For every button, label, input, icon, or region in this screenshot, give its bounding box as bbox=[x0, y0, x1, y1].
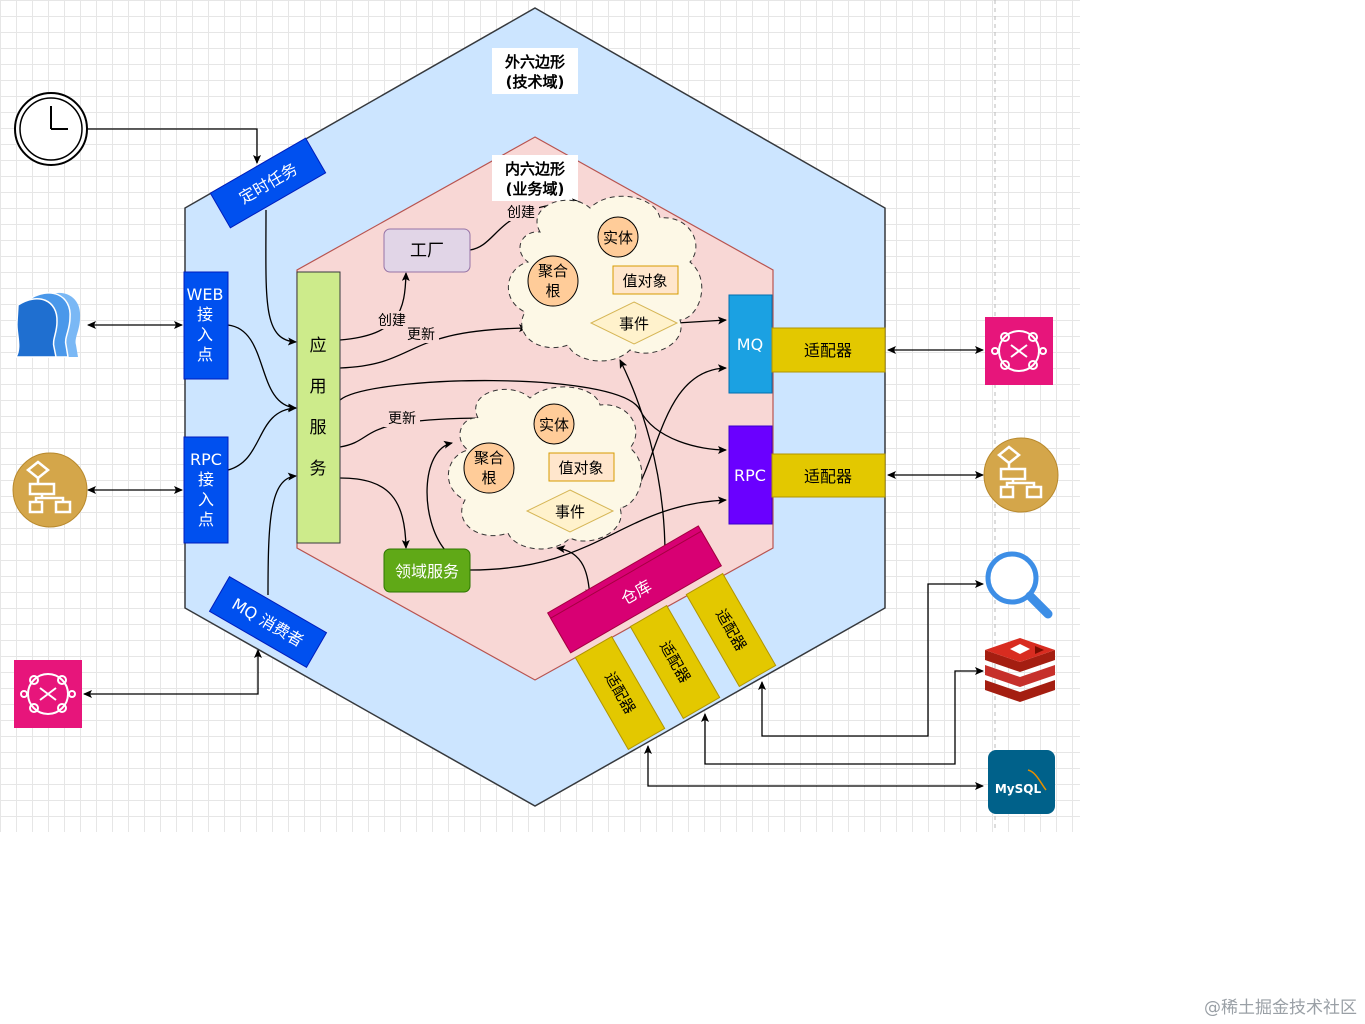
aggregate-1-root-line2: 根 bbox=[545, 282, 560, 300]
aggregate-1-event bbox=[589, 301, 679, 345]
web-port-line1: WEB bbox=[187, 285, 224, 304]
edge-label-bg bbox=[384, 409, 420, 427]
aggregate-2-value-object bbox=[548, 452, 615, 482]
web-port bbox=[183, 271, 229, 380]
rpc-in-port-line2: 接 bbox=[198, 470, 214, 489]
inner-title-line2: (业务域) bbox=[506, 180, 565, 198]
user-group-icon bbox=[14, 292, 81, 358]
mq-adapter-label: 适配器 bbox=[804, 341, 852, 360]
rpc-adapter bbox=[771, 453, 886, 498]
edge-label-bg bbox=[503, 203, 539, 221]
repo-adapter-left: 适配器 bbox=[574, 635, 666, 751]
aggregate-2-root-line2: 根 bbox=[481, 469, 496, 487]
application-service-line3: 服 bbox=[310, 418, 327, 438]
application-service bbox=[296, 271, 341, 544]
aggregate-1-root-line1: 聚合 bbox=[538, 262, 568, 280]
aggregate-1-value-object bbox=[612, 265, 679, 295]
inner-title-bg bbox=[492, 155, 578, 201]
inner-title-line1: 内六边形 bbox=[505, 160, 565, 178]
outer-title-bg bbox=[492, 48, 578, 94]
edge-label-update-aggregate2: 更新 bbox=[388, 411, 416, 427]
mq-adapter bbox=[771, 327, 886, 373]
aggregate-1-value-object-label: 值对象 bbox=[622, 272, 667, 290]
mq-out-port-label: MQ bbox=[737, 335, 763, 354]
application-service-line1: 应 bbox=[310, 336, 327, 356]
aggregate-2-root-line1: 聚合 bbox=[474, 449, 504, 467]
rpc-adapter-label: 适配器 bbox=[804, 467, 852, 486]
edge-label-create-aggregate: 创建 bbox=[507, 205, 535, 221]
rpc-in-port-line1: RPC bbox=[190, 450, 222, 469]
domain-service bbox=[383, 548, 471, 593]
search-icon bbox=[985, 551, 1053, 619]
aggregate-2-root bbox=[463, 442, 515, 494]
mysql-logo-text: MySQL bbox=[995, 782, 1042, 796]
domain-service-label: 领域服务 bbox=[395, 562, 459, 581]
edge-label-update-aggregate: 更新 bbox=[407, 327, 435, 343]
mysql-icon: MySQL bbox=[988, 750, 1055, 814]
aggregate-2-entity-label: 实体 bbox=[539, 416, 569, 434]
flowchart-out-icon bbox=[983, 437, 1059, 513]
aggregate-2-value-object-label: 值对象 bbox=[558, 459, 603, 477]
aggregate-2-entity bbox=[533, 403, 575, 445]
timer-port: 定时任务 bbox=[209, 137, 327, 229]
application-service-line4: 务 bbox=[310, 459, 327, 479]
rpc-in-port bbox=[183, 436, 229, 544]
rpc-out-port bbox=[728, 425, 773, 525]
repo-adapter-right: 适配器 bbox=[685, 572, 777, 688]
web-port-line4: 点 bbox=[197, 345, 213, 364]
aggregate-2-event-label: 事件 bbox=[555, 503, 585, 521]
message-queue-icon bbox=[14, 660, 82, 728]
aggregate-1-root bbox=[527, 255, 579, 307]
factory bbox=[383, 228, 471, 273]
edge-label-create-factory: 创建 bbox=[378, 313, 406, 329]
clock-icon bbox=[14, 92, 88, 166]
web-port-line3: 入 bbox=[197, 325, 213, 344]
rpc-in-port-line4: 点 bbox=[198, 510, 214, 529]
rpc-out-port-label: RPC bbox=[734, 466, 766, 485]
watermark: @稀土掘金技术社区 bbox=[1204, 998, 1357, 1018]
repository-port-top: 仓库 bbox=[549, 530, 723, 654]
edge-label-bg bbox=[403, 325, 439, 343]
rpc-in-port-line3: 入 bbox=[198, 490, 214, 509]
application-service-line2: 用 bbox=[310, 377, 327, 397]
web-port-line2: 接 bbox=[197, 305, 213, 324]
repo-adapter-middle: 适配器 bbox=[629, 604, 721, 720]
flowchart-icon bbox=[12, 452, 88, 528]
factory-label: 工厂 bbox=[410, 241, 444, 261]
aggregate-1-entity bbox=[597, 216, 639, 258]
message-queue-out-icon bbox=[985, 317, 1053, 385]
aggregate-1-event-label: 事件 bbox=[619, 315, 649, 333]
outer-title-line2: (技术域) bbox=[506, 73, 565, 91]
outer-title-line1: 外六边形 bbox=[504, 53, 565, 71]
aggregate-1-entity-label: 实体 bbox=[603, 229, 633, 247]
aggregate-2-event bbox=[525, 489, 615, 533]
edge-label-bg bbox=[374, 311, 410, 329]
redis-icon bbox=[985, 638, 1055, 702]
